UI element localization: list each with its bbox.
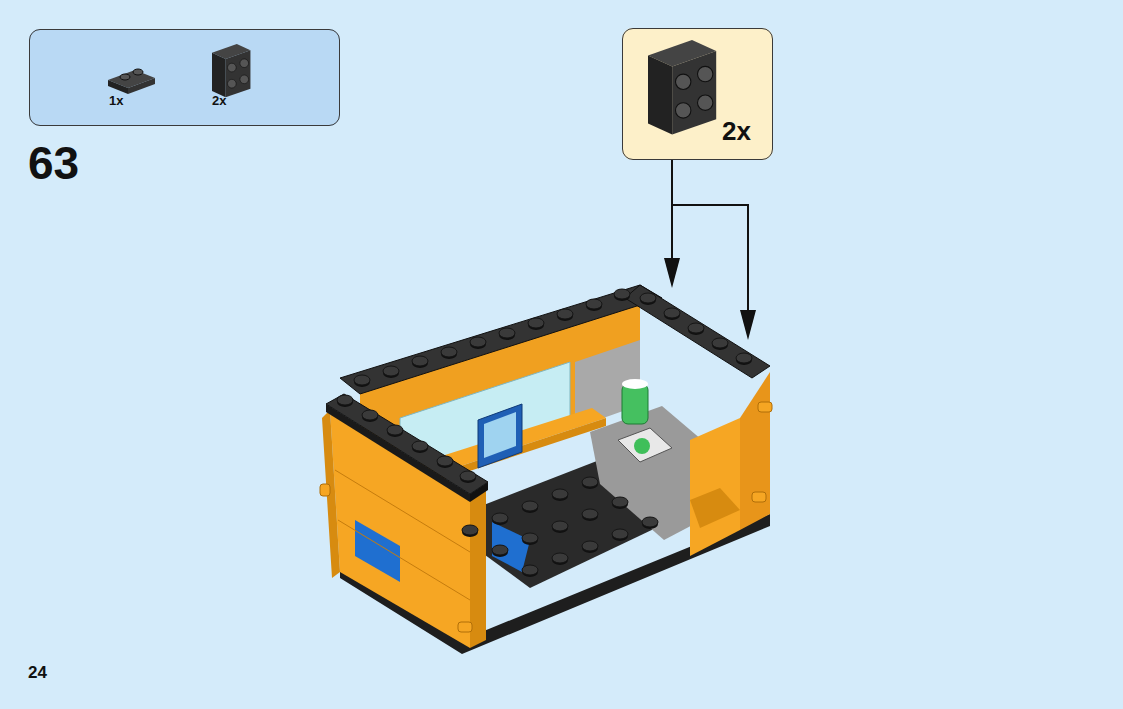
count-label: 2x — [722, 117, 751, 146]
bracket-icon — [648, 40, 716, 135]
count-label: 2x — [212, 94, 226, 108]
leader-arrows — [672, 160, 748, 322]
parts-box-fill — [29, 29, 340, 126]
count-label: 1x — [109, 94, 123, 108]
callout-fill — [622, 28, 773, 160]
page-number: 24 — [28, 664, 47, 683]
arrowhead — [664, 258, 680, 288]
plate-icon — [108, 69, 155, 94]
bracket-icon — [212, 44, 250, 97]
step-number: 63 — [28, 138, 79, 189]
callout-box: 2x — [622, 28, 773, 160]
arrowhead — [740, 310, 756, 340]
model — [320, 285, 772, 654]
parts-list-box: 1x 2x — [29, 29, 340, 126]
